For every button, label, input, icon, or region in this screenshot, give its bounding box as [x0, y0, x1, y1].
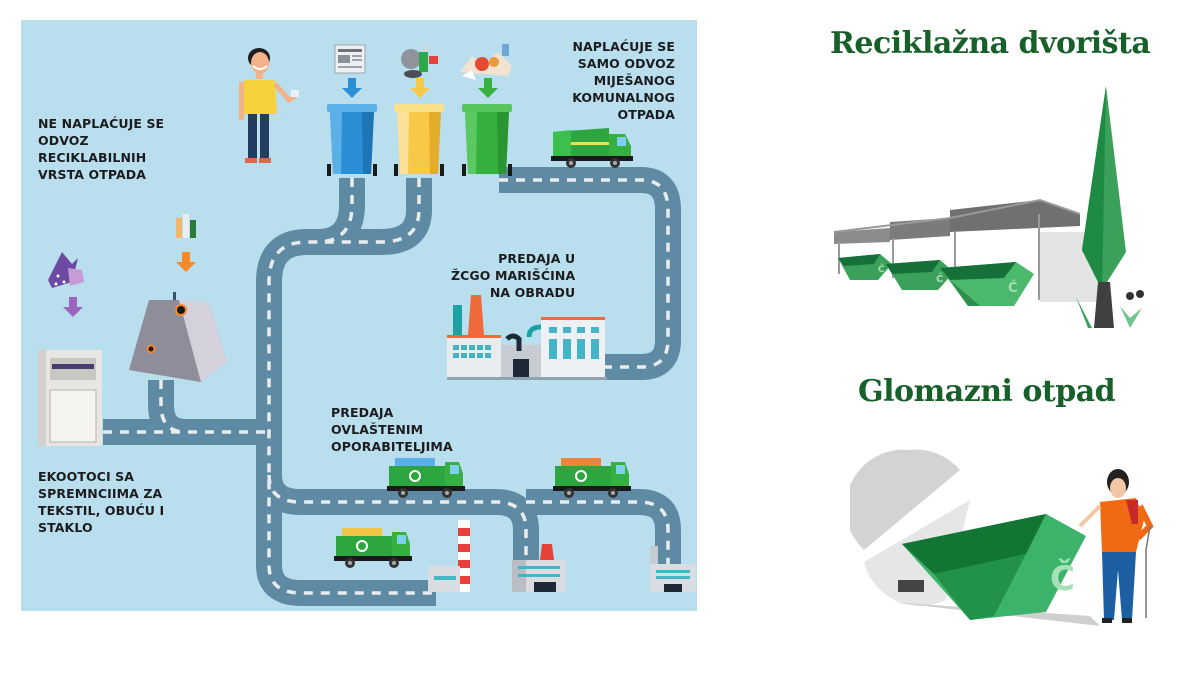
shelter-roofs	[833, 198, 1100, 302]
authorized-recyclers-label: PREDAJA OVLAŠTENIM OPORABITELJIMA	[331, 405, 453, 454]
yellow-plastic-bin	[394, 104, 444, 176]
recycler-plant-3	[650, 546, 696, 592]
recycling-truck-yellow-load	[334, 528, 412, 568]
bulky-waste-title: Glomazni otpad	[858, 374, 1116, 409]
eco-islands-label: EKOOTOCI SA SPREMNCIIMA ZA TEKSTIL, OBUĆ…	[38, 469, 165, 535]
garbage-truck	[551, 128, 633, 168]
textile-container	[38, 350, 102, 446]
clothes-items-icon	[48, 252, 84, 288]
svg-text:Č: Č	[878, 263, 885, 275]
road-mixed-waste	[499, 167, 681, 380]
road-markings	[103, 178, 670, 595]
recycling-truck-blue-load	[387, 458, 465, 498]
glass-bottles-icon	[176, 214, 196, 238]
green-skip-container: Č	[902, 514, 1086, 620]
recycler-plant-2	[512, 544, 566, 592]
road-from-yellow-bin	[321, 178, 432, 255]
recycling-yard-illustration: Č Č Č	[833, 86, 1144, 328]
road-glass-container	[148, 380, 187, 445]
food-waste-icon	[460, 44, 512, 80]
svg-text:Č: Č	[1008, 280, 1018, 296]
zcgo-factory	[447, 295, 607, 380]
mixed-waste-charge-label: NAPLAĆUJE SE SAMO ODVOZ MIJEŠANOG KOMUNA…	[572, 39, 675, 122]
svg-text:Č: Č	[1050, 558, 1075, 599]
svg-text:Č: Č	[936, 272, 943, 285]
arrow-to-textile-container	[63, 297, 83, 317]
packaging-icon	[401, 46, 438, 78]
cypress-tree-icon	[1076, 86, 1144, 328]
arrow-to-glass-container	[176, 252, 196, 272]
recycling-truck-orange-load	[553, 458, 631, 498]
skip-container-2: Č	[886, 260, 954, 290]
arrow-to-blue-bin	[342, 78, 362, 98]
newspaper-icon	[334, 44, 366, 74]
no-charge-recyclables-label: NE NAPLAĆUJE SE ODVOZ RECIKLABILNIH VRST…	[38, 116, 165, 182]
road-network	[103, 167, 681, 606]
recycler-plant-1	[428, 520, 470, 592]
woman-figure	[1078, 469, 1154, 623]
skip-container-3: Č	[940, 262, 1034, 306]
arrow-to-yellow-bin	[410, 78, 430, 98]
glass-igloo-container	[129, 292, 227, 382]
man-figure	[239, 48, 299, 163]
bulky-waste-illustration: Č	[850, 449, 1154, 626]
zcgo-processing-label: PREDAJA U ŽCGO MARIŠĆINA NA OBRADU	[451, 251, 576, 300]
green-biowaste-bin	[462, 104, 512, 176]
waste-flow-infographic: NE NAPLAĆUJE SE ODVOZ RECIKLABILNIH VRST…	[21, 20, 697, 611]
blue-paper-bin	[327, 104, 377, 176]
recycling-yards-title: Reciklažna dvorišta	[830, 26, 1151, 61]
infographic-scene	[38, 44, 696, 606]
arrow-to-green-bin	[478, 78, 498, 98]
skip-container-1: Č	[838, 254, 892, 280]
